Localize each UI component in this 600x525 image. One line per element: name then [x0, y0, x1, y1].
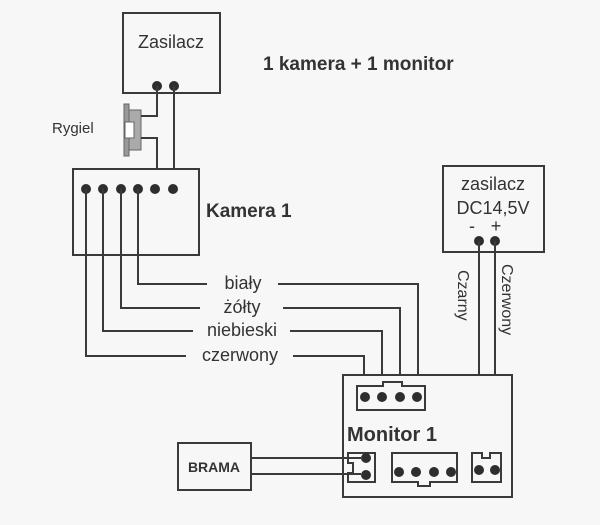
- wire-label-red-dc: Czerwony: [498, 264, 515, 335]
- wire-yellow-left: [120, 189, 200, 309]
- lock: Rygiel: [52, 103, 142, 157]
- wire-blue-left: [102, 189, 193, 332]
- lock-label: Rygiel: [52, 120, 94, 137]
- terminal: [361, 470, 371, 480]
- diagram-title: 1 kamera + 1 monitor: [263, 54, 454, 75]
- terminal: [360, 392, 370, 402]
- connector-camera: [356, 381, 426, 411]
- wire-psu-lock: [141, 86, 158, 117]
- terminal: [394, 467, 404, 477]
- wire-label-white: biały: [224, 273, 261, 293]
- terminal: [377, 392, 387, 402]
- monitor: Monitor 1: [342, 374, 513, 498]
- plus-sign: +: [491, 216, 502, 236]
- wire-yellow-right: [283, 307, 401, 397]
- dc-psu-label-line2: DC14,5V: [456, 198, 529, 218]
- power-supply-dc: zasilacz DC14,5V - +: [442, 165, 545, 253]
- camera: [72, 168, 200, 256]
- wire-white-right: [278, 283, 419, 397]
- monitor-box: [342, 374, 513, 498]
- power-supply-label: Zasilacz: [138, 32, 204, 52]
- power-supply-box: [122, 12, 221, 94]
- terminal: [150, 184, 160, 194]
- lock-bolt: [124, 121, 135, 139]
- gate-box: [177, 442, 252, 491]
- wire-label-blue: niebieski: [207, 320, 277, 340]
- wire-white-left: [137, 189, 207, 285]
- power-supply-top: Zasilacz: [122, 12, 221, 94]
- wire-red-left: [85, 189, 186, 357]
- gate: BRAMA: [177, 442, 252, 491]
- minus-sign: -: [469, 216, 475, 236]
- terminal: [168, 184, 178, 194]
- camera-box: [72, 168, 200, 256]
- connector-power: [471, 452, 502, 483]
- terminal: [361, 453, 371, 463]
- connector-extra: [391, 452, 458, 487]
- gate-label: BRAMA: [188, 459, 240, 475]
- terminal: [429, 467, 439, 477]
- terminal: [411, 467, 421, 477]
- terminal: [395, 392, 405, 402]
- wire-label-yellow: żółty: [223, 297, 260, 317]
- wire-label-black: Czarny: [454, 270, 471, 321]
- monitor-label: Monitor 1: [347, 424, 437, 446]
- terminal: [446, 467, 456, 477]
- terminal: [490, 465, 500, 475]
- terminal: [412, 392, 422, 402]
- dc-psu-label-line1: zasilacz: [461, 174, 525, 194]
- terminal: [474, 465, 484, 475]
- camera-label: Kamera 1: [206, 201, 292, 222]
- wire-label-red: czerwony: [202, 345, 278, 365]
